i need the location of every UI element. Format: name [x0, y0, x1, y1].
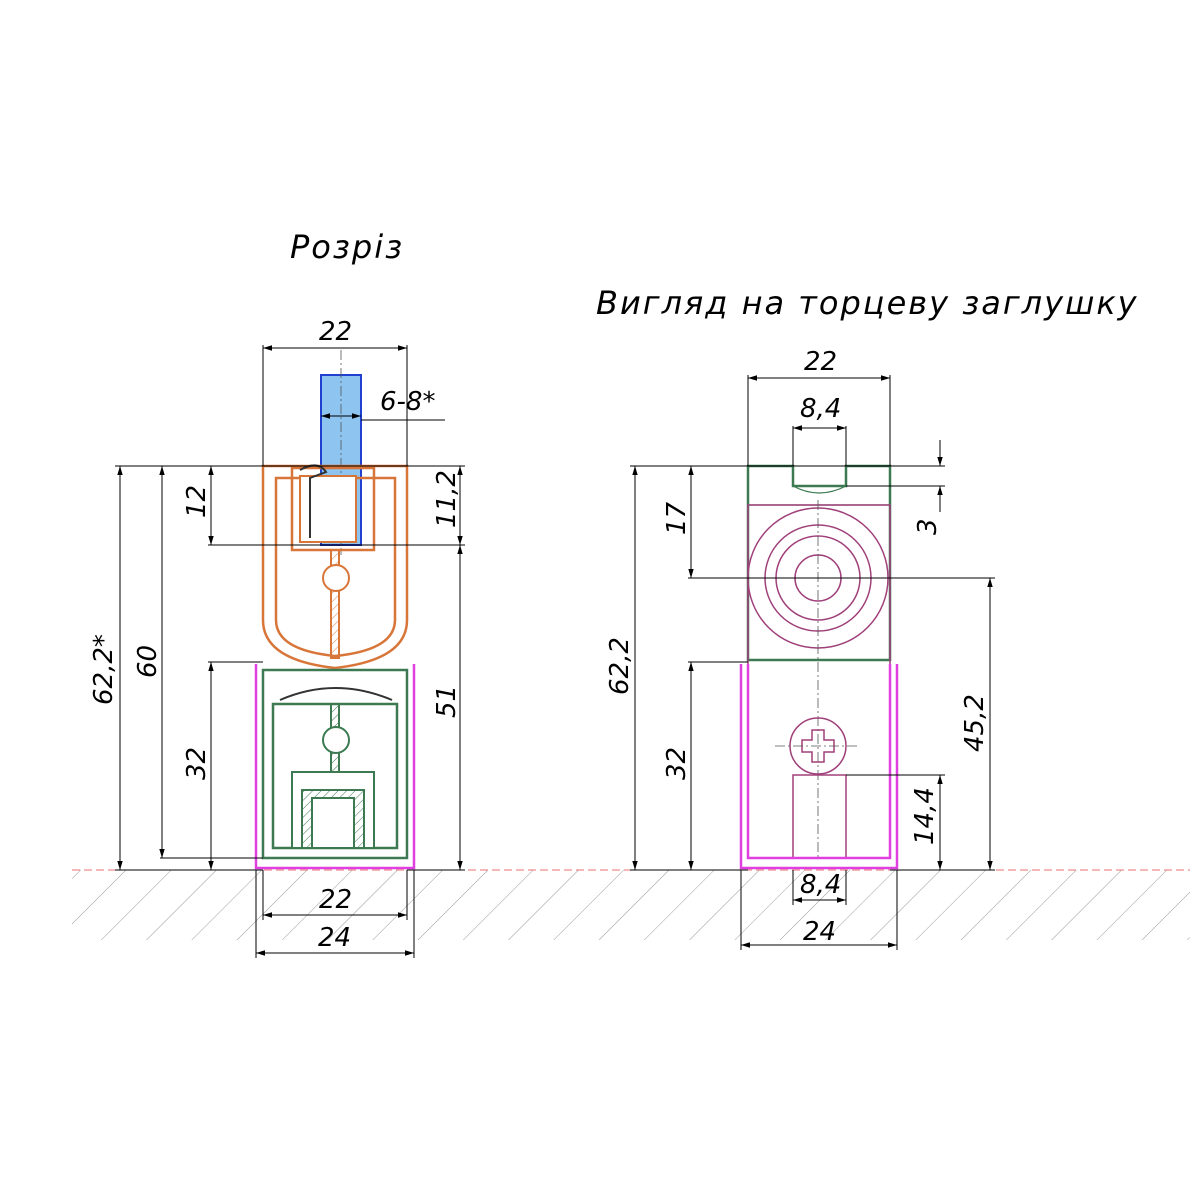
dim-seal-depth: 12: [182, 485, 212, 518]
dim-cap-slot-depth: 3: [913, 518, 943, 535]
section-title: Розріз: [290, 228, 405, 266]
upper-profile: [261, 464, 409, 670]
section-view: 22 6-8* 12 11,2 62,2* 60 32 51 22 24: [89, 317, 465, 958]
dim-cap-lower-height: 32: [662, 747, 692, 780]
dim-cap-total-height: 62,2: [605, 637, 635, 695]
dim-cap-top-width: 22: [804, 347, 837, 377]
dim-channel-depth: 11,2: [432, 470, 462, 528]
dim-glass: 6-8*: [380, 387, 435, 417]
dim-cap-bottom-slot: 8,4: [800, 870, 841, 900]
end-cap-view: 22 8,4 3 17 62,2 32 45,2 14,4 8,4 24: [605, 347, 995, 950]
dim-cap-slot-bottom-height: 14,4: [910, 787, 940, 845]
end-view-title: Вигляд на торцеву заглушку: [596, 284, 1139, 322]
ground: [72, 869, 1190, 940]
dim-bottom-inner: 22: [319, 885, 352, 915]
dim-bottom-outer: 24: [318, 923, 351, 953]
dim-lower-height: 32: [182, 747, 212, 780]
dim-cap-slot-width: 8,4: [800, 394, 841, 424]
dim-top-width: 22: [319, 317, 352, 347]
dim-upper-height: 60: [133, 645, 163, 678]
dim-cap-bottom-outer: 24: [803, 917, 836, 947]
dim-cap-axis-from-floor: 45,2: [960, 694, 990, 752]
dim-right-height: 51: [432, 685, 462, 718]
dim-total-height: 62,2*: [89, 634, 119, 705]
dim-cap-axis-height: 17: [662, 501, 692, 535]
lower-profile: [261, 668, 409, 860]
end-cap: [254, 664, 416, 870]
